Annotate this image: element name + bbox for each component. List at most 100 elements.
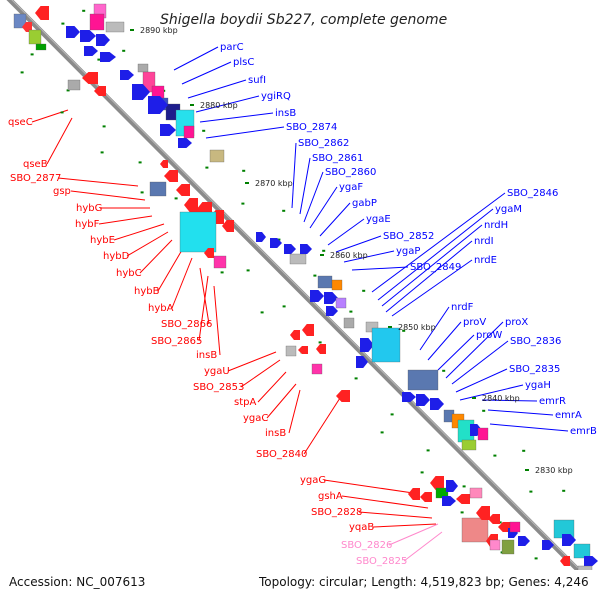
forward-leader-line [371,192,506,293]
forward-gene-label[interactable]: SBO_2849 [410,262,461,273]
kbp-label: 2860 kbp [330,251,368,260]
rev-gene-label[interactable]: ygaG [300,475,326,486]
tick-dot [318,341,322,344]
forward-gene-label[interactable]: emrR [539,396,566,407]
rev-gene-label[interactable]: hybF [75,219,100,230]
forward-gene-label[interactable]: proX [505,317,528,328]
rev-gene-label[interactable]: hybG [76,203,102,214]
rev-gene-label[interactable]: hybD [103,251,130,262]
forward-gene-arrow [148,96,168,114]
forward-gene-label[interactable]: nrdH [484,220,508,231]
forward-leader-line [377,208,494,301]
tick-dot [174,197,178,200]
rev-gene-label[interactable]: hybB [134,286,160,297]
forward-gene-label[interactable]: ygiRQ [261,91,291,102]
rev-gene-label[interactable]: SBO_2877 [10,173,61,184]
rev-gene-label[interactable]: SBO_2828 [311,507,362,518]
forward-gene-label[interactable]: SBO_2860 [325,167,376,178]
kbp-label: 2890 kbp [140,26,178,35]
forward-gene-label[interactable]: plsC [233,57,254,68]
tick-dot [102,125,106,128]
tick-dot [460,511,464,514]
forward-gene-arrow [80,30,96,42]
rev-leader-line [157,249,183,292]
rev-gene-label[interactable]: hybA [148,303,174,314]
forward-gene-label[interactable]: sufI [248,75,266,86]
forward-leader-line [343,250,395,263]
tick-dot [138,161,142,164]
forward-gene-label[interactable]: SBO_2861 [312,153,363,164]
forward-gene-label[interactable]: SBO_2874 [286,122,337,133]
tick-dot [220,271,224,274]
forward-gene-label[interactable]: ygaM [495,204,522,215]
rev-gene-label[interactable]: yqaB [349,522,374,533]
forward-leader-line [205,126,285,139]
tick-dot [402,329,406,332]
forward-gene-label[interactable]: nrdI [474,236,494,247]
forward-gene-label[interactable]: SBO_2836 [510,336,561,347]
gene-block [407,369,439,391]
forward-gene-label[interactable]: parC [220,42,244,53]
gene-block [183,125,195,139]
forward-gene-label[interactable]: SBO_2852 [383,231,434,242]
rev-gene-label[interactable]: ygaU [204,366,230,377]
reverse-gene-arrow [456,494,470,504]
forward-gene-label[interactable]: SBO_2835 [509,364,560,375]
gene-block [477,427,489,441]
gene-block [489,539,501,551]
forward-gene-label[interactable]: proV [463,317,486,328]
forward-gene-label[interactable]: ygaE [366,214,391,225]
faint-gene-label[interactable]: SBO_2826 [341,540,392,551]
forward-leader-line [451,340,509,385]
tick-dot [100,151,104,154]
rev-gene-label[interactable]: ygaC [243,413,268,424]
reverse-gene-arrow [560,556,570,566]
forward-gene-label[interactable]: nrdF [451,302,474,313]
forward-gene-label[interactable]: emrA [555,410,582,421]
forward-gene-label[interactable]: emrB [570,426,597,437]
rev-gene-label[interactable]: hybC [116,268,142,279]
forward-gene-arrow [562,534,576,546]
rev-gene-label[interactable]: qseB [23,159,48,170]
rev-gene-label[interactable]: insB [265,428,286,439]
tick-dot [202,129,206,132]
tick-dot [60,111,64,114]
faint-gene-label[interactable]: SBO_2825 [356,556,407,567]
rev-gene-label[interactable]: gshA [318,491,343,502]
forward-gene-label[interactable]: SBO_2862 [298,138,349,149]
forward-gene-label[interactable]: nrdE [474,255,497,266]
forward-gene-label[interactable]: gabP [352,198,377,209]
tick-dot [140,191,144,194]
gene-labels: parC plsC sufI ygiRQ insB SBO_2874SBO_2862SBO… [8,42,597,567]
forward-leader-line [487,409,554,416]
rev-gene-label[interactable]: SBO_2853 [193,382,244,393]
forward-gene-label[interactable]: SBO_2846 [507,188,558,199]
topology-label: Topology: circular; Length: 4,519,823 bp… [258,575,589,589]
rev-leader-line [288,389,301,434]
rev-gene-label[interactable]: SBO_2866 [161,319,212,330]
forward-gene-label[interactable]: ygaH [525,380,551,391]
gene-block [461,517,489,543]
forward-gene-label[interactable]: ygaP [396,246,420,257]
forward-gene-arrow [300,244,312,254]
rev-gene-label[interactable]: hybE [90,235,115,246]
rev-gene-label[interactable]: qseC [8,117,33,128]
reverse-gene-arrow [408,488,420,500]
forward-gene-arrow [178,138,192,148]
forward-gene-label[interactable]: ygaF [339,182,363,193]
rev-gene-label[interactable]: SBO_2840 [256,449,307,460]
forward-leader-line [419,306,450,351]
rev-gene-label[interactable]: insB [196,350,217,361]
forward-leader-line [381,224,483,307]
rev-gene-label[interactable]: stpA [234,397,256,408]
forward-gene-arrow [160,124,176,136]
reverse-gene-arrow [204,248,214,258]
rev-leader-line [358,511,433,519]
forward-gene-label[interactable]: proW [476,330,502,341]
rev-gene-label[interactable]: gsp [53,186,71,197]
forward-gene-label[interactable]: insB [275,108,296,119]
rev-leader-line [57,177,139,187]
forward-gene-arrow [402,392,416,402]
rev-gene-label[interactable]: SBO_2865 [151,336,202,347]
